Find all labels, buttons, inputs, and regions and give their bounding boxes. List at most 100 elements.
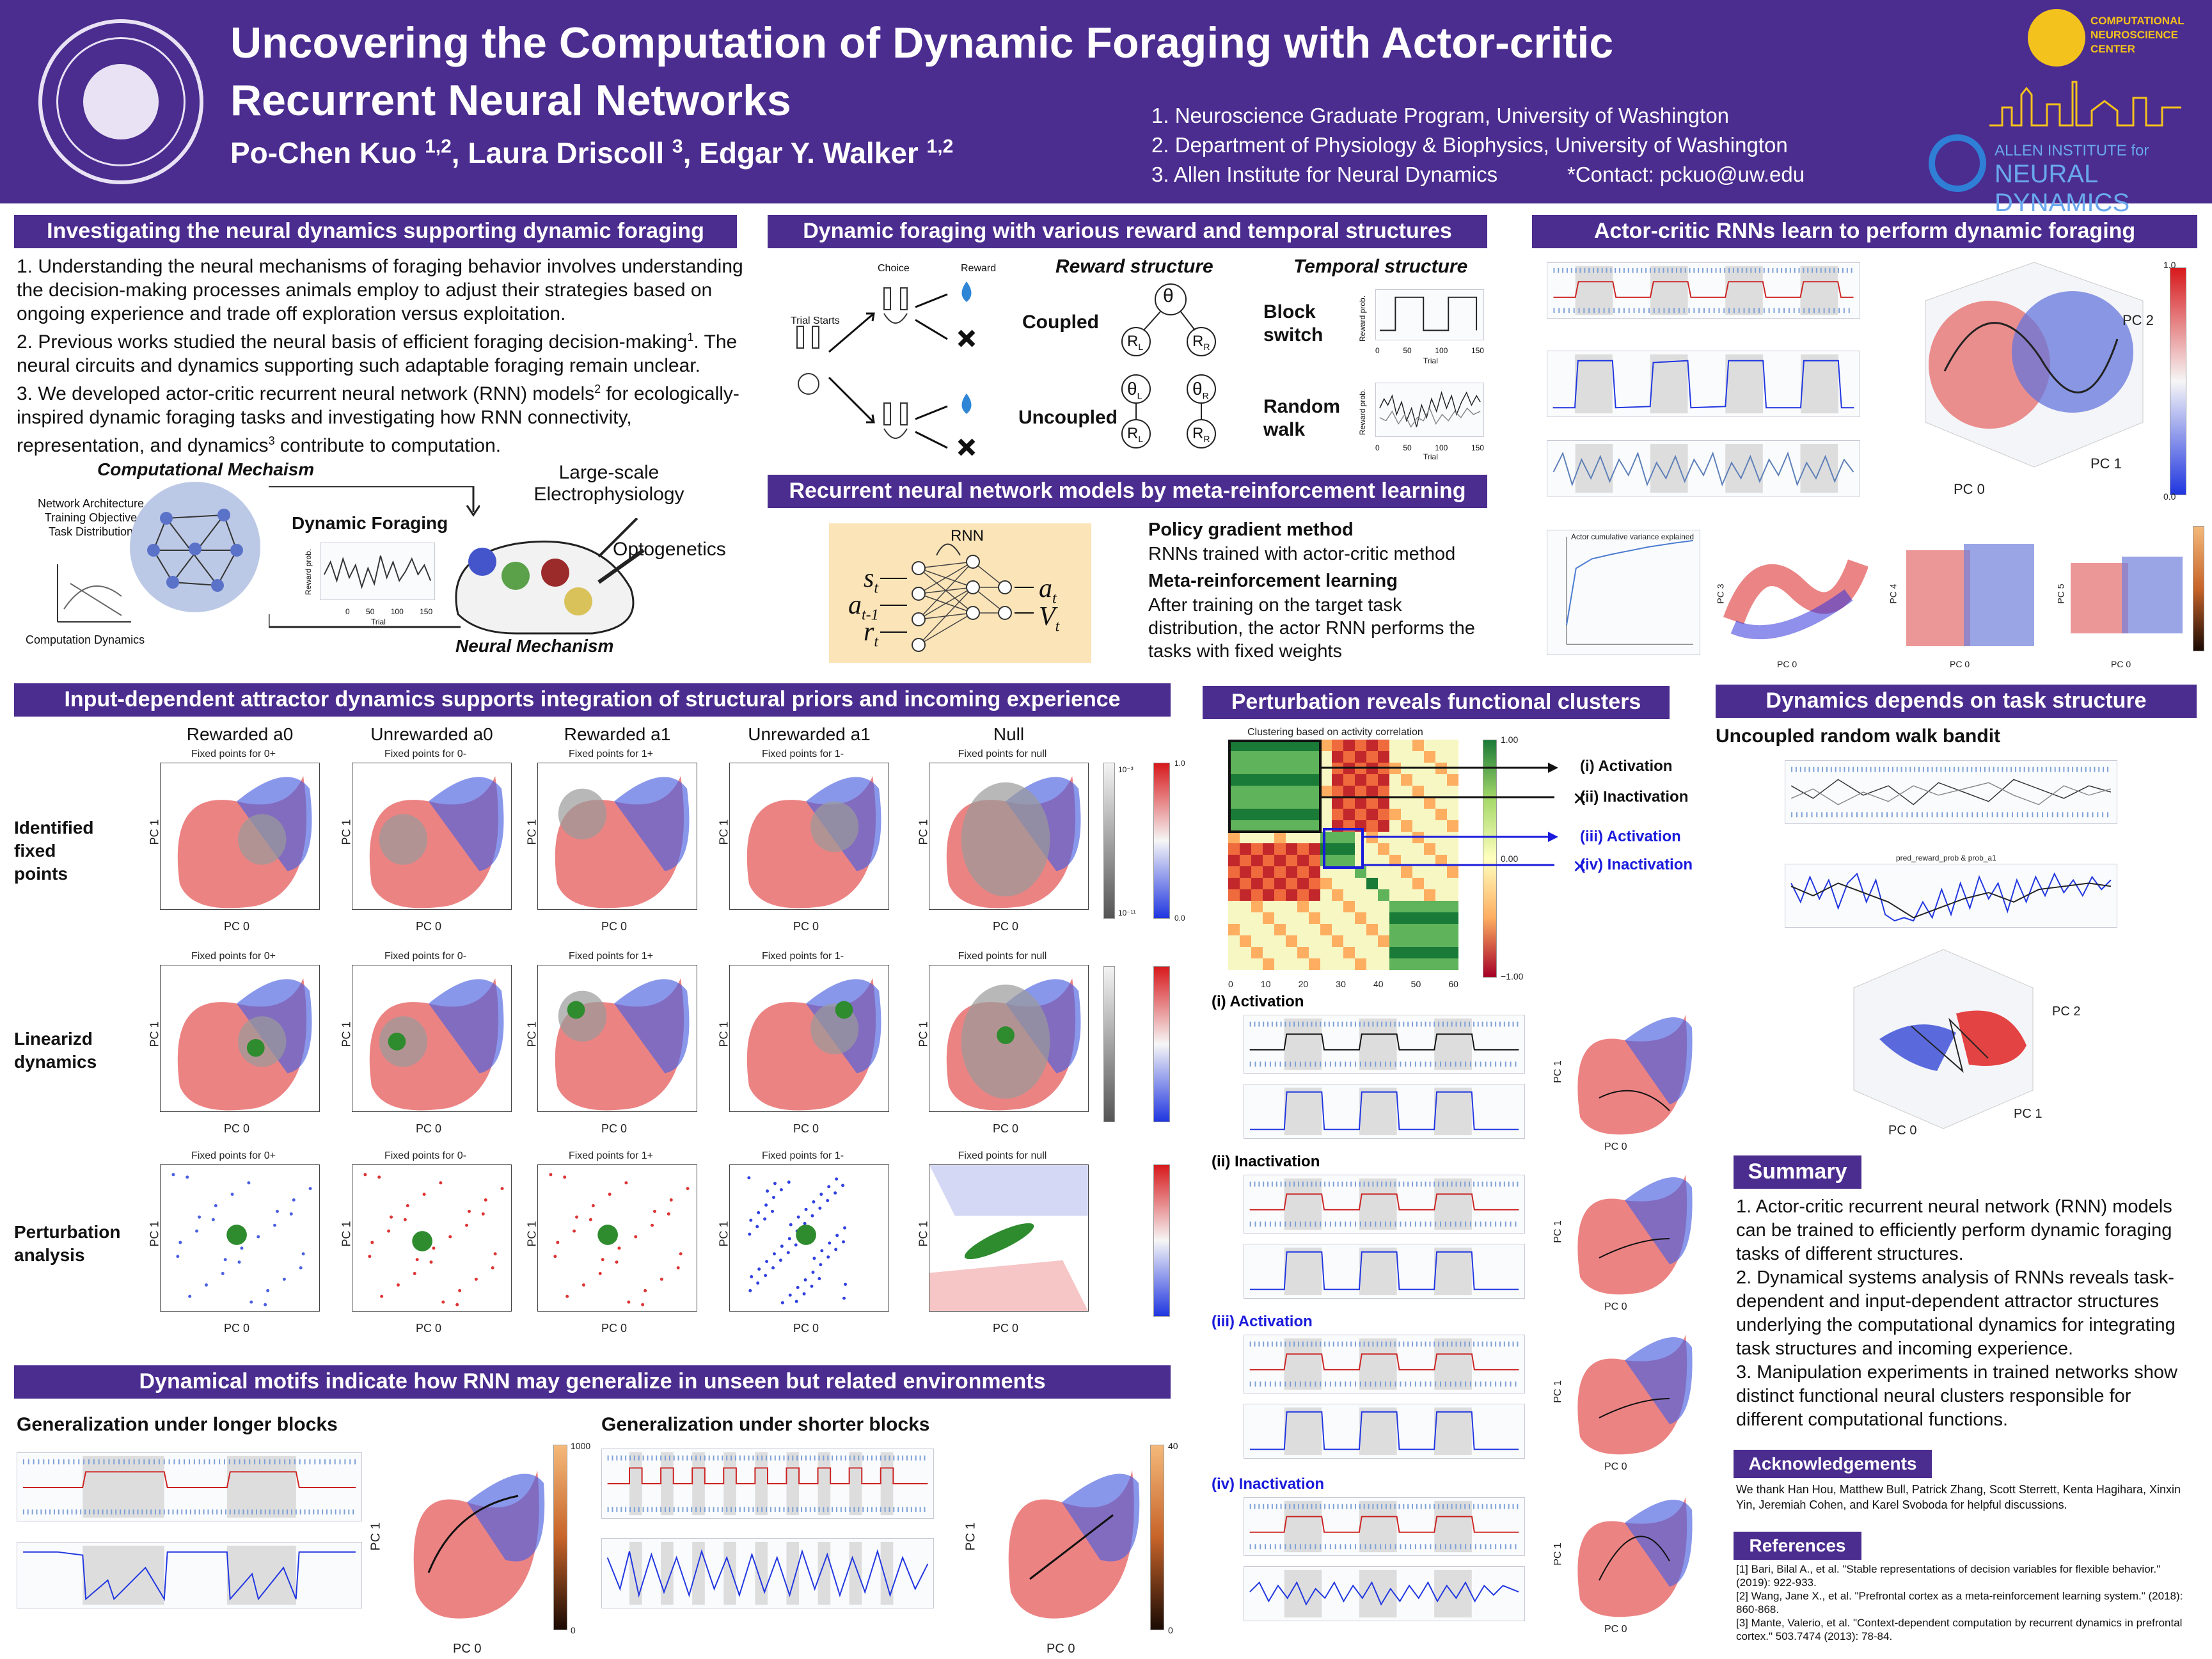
shorter-blocks-label: Generalization under shorter blocks (601, 1414, 930, 1435)
action-raster-plot (1547, 262, 1860, 319)
intro-text: 1. Understanding the neural mechanisms o… (17, 256, 743, 456)
rnn-label: RNN (951, 527, 984, 544)
bandit-3d-plot (1841, 943, 2046, 1135)
bandit-plot2-title: pred_reward_prob & prob_a1 (1896, 853, 1996, 862)
shorter-pca-scatter (985, 1445, 1145, 1637)
fp-colorbar-row3 (1153, 1164, 1170, 1317)
perturbation-label-1: (ii) Inactivation (1212, 1153, 1320, 1170)
perturbation-xlabel: PC 0 (1604, 1141, 1627, 1152)
pc5-ylabel: PC 5 (2055, 583, 2066, 604)
author-list: Po-Chen Kuo 1,2, Laura Driscoll 3, Edgar… (230, 136, 954, 170)
allen-institute-logo-text: ALLEN INSTITUTE for NEURAL DYNAMICS (1995, 142, 2149, 217)
brain-icon (455, 518, 645, 635)
fixed-point-plot: Fixed points for 0- PC 1 PC 0 (339, 1150, 512, 1335)
fixed-point-plot: Fixed points for 1- PC 1 PC 0 (716, 749, 889, 933)
plot-title: Fixed points for 1- (761, 749, 844, 759)
random-walk-bandit-label: Uncoupled random walk bandit (1716, 726, 2001, 747)
random-walk-ylabel: Reward prob. (1358, 388, 1367, 435)
pca3d-ylabel: PC 1 (2090, 456, 2122, 472)
cluster-label-iii: (iii) Activation (1580, 828, 1681, 845)
r-right-node: RR (1192, 333, 1210, 352)
block-switch-xlabel: Trial (1423, 356, 1438, 365)
cluster-arrows (1228, 740, 1558, 869)
perturbation-action-plot (1244, 1175, 1525, 1234)
plot-xlabel: PC 0 (793, 920, 819, 933)
poster-header: Uncovering the Computation of Dynamic Fo… (0, 0, 2212, 217)
fixed-point-plot: Fixed points for 0- PC 1 PC 0 (339, 951, 512, 1135)
perturbation-prob-plot (1244, 1244, 1525, 1299)
plot-ylabel: PC 1 (525, 1021, 539, 1047)
coupled-label: Coupled (1022, 312, 1099, 333)
section-heading-attractor: Input-dependent attractor dynamics suppo… (14, 683, 1171, 717)
plot-xlabel: PC 0 (224, 1122, 250, 1135)
plot-title: Fixed points for 0+ (191, 951, 276, 962)
plot-xlabel: PC 0 (601, 1122, 628, 1135)
pc4-scatter (1893, 525, 2041, 659)
reward-structure-graph (1121, 283, 1216, 448)
meta-rl-text: After training on the target task distri… (1148, 595, 1475, 662)
perturbation-pca-scatter (1561, 1002, 1695, 1143)
bandit-action-plot (1785, 760, 2117, 824)
block-switch-plot (1375, 289, 1484, 340)
computation-dynamics-icon (57, 564, 131, 623)
input-r: rt (864, 617, 879, 651)
contact-email: *Contact: pckuo@uw.edu (1567, 163, 1805, 186)
shorter-colorbar (1150, 1445, 1164, 1630)
prob-a1-plot (1547, 351, 1860, 417)
allen-institute-logo-icon (1929, 134, 1986, 192)
summary-heading: Summary (1734, 1155, 1861, 1189)
acknowledgements-text: We thank Han Hou, Matthew Bull, Patrick … (1736, 1483, 2181, 1511)
perturbation-action-plot (1244, 1497, 1525, 1556)
plot-xlabel: PC 0 (224, 920, 250, 933)
neuroscience-center-logo-text: COMPUTATIONAL NEUROSCIENCE CENTER (2090, 15, 2184, 55)
perturbation-ylabel: PC 1 (1552, 1380, 1563, 1403)
plot-ylabel: PC 1 (717, 1221, 731, 1247)
cross-icon-ii: ✕ (1572, 789, 1588, 809)
neuroscience-center-logo-icon (2028, 9, 2085, 67)
plot-ylabel: PC 1 (148, 1021, 161, 1047)
policy-gradient-text: RNNs trained with actor-critic method (1148, 544, 1456, 564)
input-s: st (864, 564, 879, 597)
fp-cb-top: 1.0 (1174, 759, 1185, 768)
cluster-label-iv: (iv) Inactivation (1580, 856, 1693, 873)
fp-gray-cb-bottom: 10⁻¹¹ (1118, 909, 1136, 917)
plot-ylabel: PC 1 (148, 1221, 161, 1247)
meta-rl-title: Meta-reinforcement learning (1148, 571, 1398, 591)
perturbation-label-2: (iii) Activation (1212, 1313, 1313, 1330)
corr-cb-top: 1.00 (1501, 734, 1519, 745)
cluster-label-i: (i) Activation (1580, 758, 1673, 775)
plot-ylabel: PC 1 (917, 1021, 930, 1047)
rnn-network-diagram (880, 543, 1034, 652)
perturbation-pca-scatter (1561, 1162, 1695, 1303)
shorter-cb-top: 40 (1168, 1441, 1178, 1451)
perturbation-prob-plot (1244, 1084, 1525, 1139)
fp-gray-colorbar-row1 (1103, 763, 1115, 919)
longer-xlabel: PC 0 (453, 1642, 482, 1656)
plot-title: Fixed points for null (958, 1150, 1047, 1161)
random-walk-plot (1375, 383, 1484, 437)
theta-left-node: θL (1127, 379, 1142, 401)
choice-label: Choice (878, 263, 910, 274)
plot-xlabel: PC 0 (601, 920, 628, 933)
col-label-0: Rewarded a0 (186, 724, 294, 744)
policy-gradient-title: Policy gradient method (1148, 520, 1354, 540)
plot-ylabel: PC 1 (525, 1221, 539, 1247)
affiliations: 1. Neuroscience Graduate Program, Univer… (1151, 101, 1805, 189)
fp-cb-bottom: 0.0 (1174, 914, 1185, 923)
fixed-point-plot: Fixed points for 1+ PC 1 PC 0 (525, 749, 697, 933)
plot-xlabel: PC 0 (993, 920, 1019, 933)
poster-title: Uncovering the Computation of Dynamic Fo… (230, 19, 1614, 125)
fixed-point-plot: Fixed points for 1+ PC 1 PC 0 (525, 1150, 697, 1335)
plot-xlabel: PC 0 (416, 1122, 442, 1135)
theta-right-node: θR (1192, 379, 1209, 401)
perturbation-ylabel: PC 1 (1552, 1220, 1563, 1243)
foraging-trace-plot (320, 543, 435, 600)
